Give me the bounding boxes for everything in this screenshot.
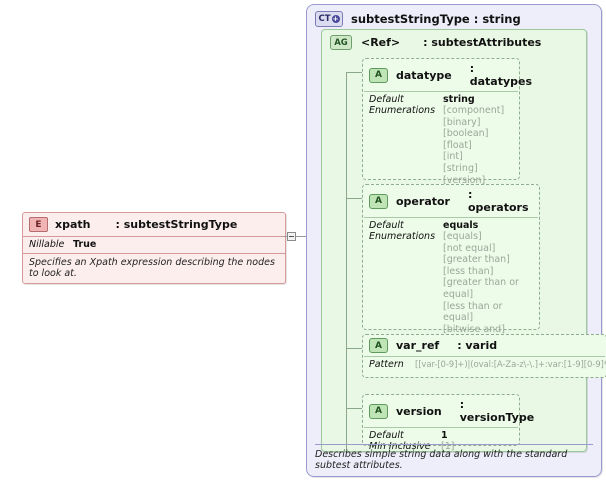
attribute-card-operator[interactable]: A operator : operators Default equals En… — [362, 184, 540, 358]
element-header: E xpath : subtestStringType — [23, 213, 285, 236]
element-box-xpath[interactable]: E xpath : subtestStringType Nillable Tru… — [22, 212, 286, 284]
attribute-name: datatype — [396, 68, 452, 82]
enumeration-item: [string] — [443, 162, 478, 174]
attribute-header: A var_ref : varid — [363, 335, 606, 356]
tree-connector-branch — [347, 72, 363, 73]
enumeration-item: [less than] — [443, 265, 494, 277]
enumeration-item: [bitwise and] — [443, 323, 505, 335]
element-property-nillable: Nillable True — [23, 237, 285, 253]
default-value: string — [443, 94, 475, 105]
expand-collapse-toggle[interactable] — [287, 232, 296, 241]
attribute-icon: A — [369, 403, 388, 419]
attribute-header: A datatype : datatypes — [363, 59, 532, 91]
divider — [364, 91, 518, 92]
attribute-group-panel: AG <Ref> : subtestAttributes A datatype … — [321, 29, 606, 452]
default-label: Default — [369, 220, 404, 231]
enumerations-label: Enumerations — [369, 105, 436, 116]
divider — [364, 356, 605, 357]
tree-connector-branch — [347, 408, 363, 409]
tree-connector-branch — [347, 348, 363, 349]
enumeration-item: [version] — [443, 174, 486, 186]
enumeration-item: [less than or equal] — [443, 300, 503, 324]
attribute-name: version — [396, 404, 442, 418]
attribute-group-type: : subtestAttributes — [423, 36, 542, 49]
default-label: Default — [369, 94, 404, 105]
attribute-type: : operators — [467, 188, 529, 214]
attribute-row-enumerations: Enumerations [component] [binary] [boole… — [369, 105, 513, 186]
divider — [364, 427, 518, 428]
nillable-label: Nillable — [29, 239, 65, 250]
attribute-type: : varid — [457, 339, 498, 352]
element-icon: E — [29, 217, 48, 232]
complex-type-header: CT+ subtestStringType : string — [307, 5, 601, 31]
nillable-value: True — [73, 239, 97, 250]
attribute-name: var_ref — [396, 339, 440, 352]
attribute-icon: A — [369, 338, 388, 353]
enumeration-item: [float] — [443, 139, 472, 151]
attribute-body: Default 1 Min Inclusive [1] — [363, 428, 519, 456]
pattern-label: Pattern — [369, 359, 404, 370]
attribute-card-var-ref[interactable]: A var_ref : varid Pattern [[var-[0-9]+)|… — [362, 334, 606, 378]
attribute-row-pattern: Pattern [[var-[0-9]+)|(oval:[A-Za-z\-\.]… — [369, 359, 606, 370]
connector-segment — [296, 236, 306, 237]
attribute-card-datatype[interactable]: A datatype : datatypes Default string En… — [362, 58, 532, 186]
divider — [23, 253, 285, 254]
attribute-type: : datatypes — [469, 62, 533, 88]
complex-type-footer: Describes simple string data along with … — [315, 444, 593, 471]
enumerations-list: [component] [binary] [boolean] [float] [… — [443, 105, 504, 186]
complex-type-title: subtestStringType : string — [351, 12, 521, 26]
attribute-row-default: Default 1 — [369, 430, 513, 441]
divider — [23, 236, 285, 237]
default-value: 1 — [441, 430, 448, 441]
attribute-row-default: Default equals — [369, 220, 533, 231]
attribute-header: A version : versionType — [363, 395, 534, 427]
enumerations-label: Enumerations — [369, 231, 436, 242]
complex-type-panel: CT+ subtestStringType : string AG <Ref> … — [306, 4, 606, 477]
attribute-group-header[interactable]: AG <Ref> : subtestAttributes — [322, 30, 586, 54]
default-value: equals — [443, 220, 479, 231]
attribute-row-default: Default string — [369, 94, 513, 105]
enumeration-item: [greater than] — [443, 254, 510, 266]
enumeration-item: [greater than or equal] — [443, 277, 519, 300]
plus-icon: + — [331, 15, 340, 23]
enumeration-item: [component] — [443, 105, 505, 116]
enumeration-item: [equals] — [443, 231, 482, 242]
tree-connector-vertical — [346, 72, 347, 450]
attribute-row-min-inclusive: Min Inclusive [1] — [369, 441, 513, 452]
enumeration-item: [not equal] — [443, 242, 496, 254]
attribute-icon: A — [369, 193, 388, 209]
attribute-card-version[interactable]: A version : versionType Default 1 Min In… — [362, 394, 534, 452]
element-documentation: Specifies an Xpath expression describing… — [29, 257, 275, 279]
attribute-group-ref: <Ref> — [361, 36, 401, 49]
complex-type-icon: CT+ — [315, 11, 343, 27]
tree-connector-branch — [347, 198, 363, 199]
min-inclusive-label: Min Inclusive — [369, 441, 431, 452]
min-inclusive-value: [1] — [441, 441, 455, 452]
default-label: Default — [369, 430, 404, 441]
pattern-value: [[var-[0-9]+)|(oval:[A-Za-z\-\.]+:var:[1… — [415, 360, 606, 370]
attribute-header: A operator : operators — [363, 185, 539, 217]
attribute-body: Default string Enumerations [component] … — [363, 92, 519, 190]
connector-segment — [284, 236, 287, 237]
divider — [364, 217, 538, 218]
element-type: : subtestStringType — [115, 218, 238, 231]
attribute-icon: A — [369, 67, 388, 83]
enumeration-item: [binary] — [443, 116, 481, 128]
complex-type-icon-label: CT — [318, 14, 331, 24]
attribute-type: : versionType — [459, 398, 535, 424]
enumeration-item: [int] — [443, 151, 463, 163]
element-name: xpath — [55, 218, 91, 231]
attribute-name: operator — [396, 194, 450, 208]
attribute-body: Pattern [[var-[0-9]+)|(oval:[A-Za-z\-\.]… — [363, 357, 606, 374]
attribute-group-icon: AG — [330, 35, 352, 50]
enumeration-item: [boolean] — [443, 128, 489, 140]
